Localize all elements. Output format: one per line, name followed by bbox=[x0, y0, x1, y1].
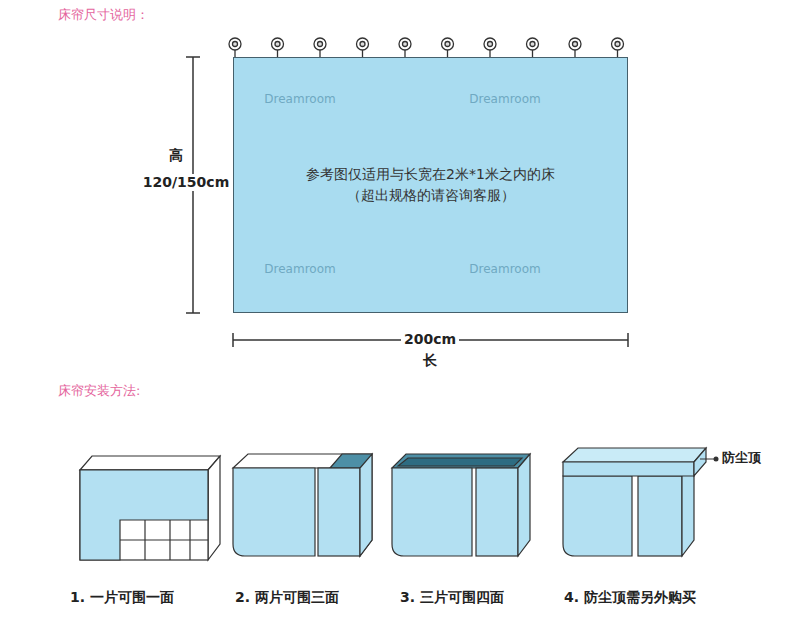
bed-one-panel bbox=[80, 456, 220, 560]
panel-note: （超出规格的请咨询客服） bbox=[347, 185, 515, 206]
section-heading: 床帘安装方法: bbox=[58, 383, 140, 399]
callout-label: 防尘顶 bbox=[722, 450, 761, 466]
watermark: Dreamroom bbox=[264, 92, 335, 106]
step-caption: 4. 防尘顶需另外购买 bbox=[564, 589, 696, 606]
watermark: Dreamroom bbox=[469, 262, 540, 276]
panel-note: 参考图仅适用与长宽在2米*1米之内的床 bbox=[306, 164, 555, 185]
bed-dust-cover bbox=[563, 448, 706, 556]
height-label: 高 bbox=[169, 147, 183, 164]
section-heading: 床帘尺寸说明： bbox=[58, 7, 149, 23]
curtain-rings bbox=[229, 38, 624, 58]
step-caption: 2. 两片可围三面 bbox=[235, 589, 339, 606]
watermark: Dreamroom bbox=[469, 92, 540, 106]
step-caption: 1. 一片可围一面 bbox=[70, 589, 174, 606]
leader-line bbox=[700, 457, 719, 462]
length-dimension-label: 200cm bbox=[401, 331, 459, 348]
length-label: 长 bbox=[423, 352, 437, 369]
height-dimension-label: 120/150cm bbox=[140, 174, 232, 191]
step-caption: 3. 三片可围四面 bbox=[400, 589, 504, 606]
bed-three-panels bbox=[392, 454, 530, 556]
bed-two-panels bbox=[233, 454, 372, 556]
watermark: Dreamroom bbox=[264, 262, 335, 276]
